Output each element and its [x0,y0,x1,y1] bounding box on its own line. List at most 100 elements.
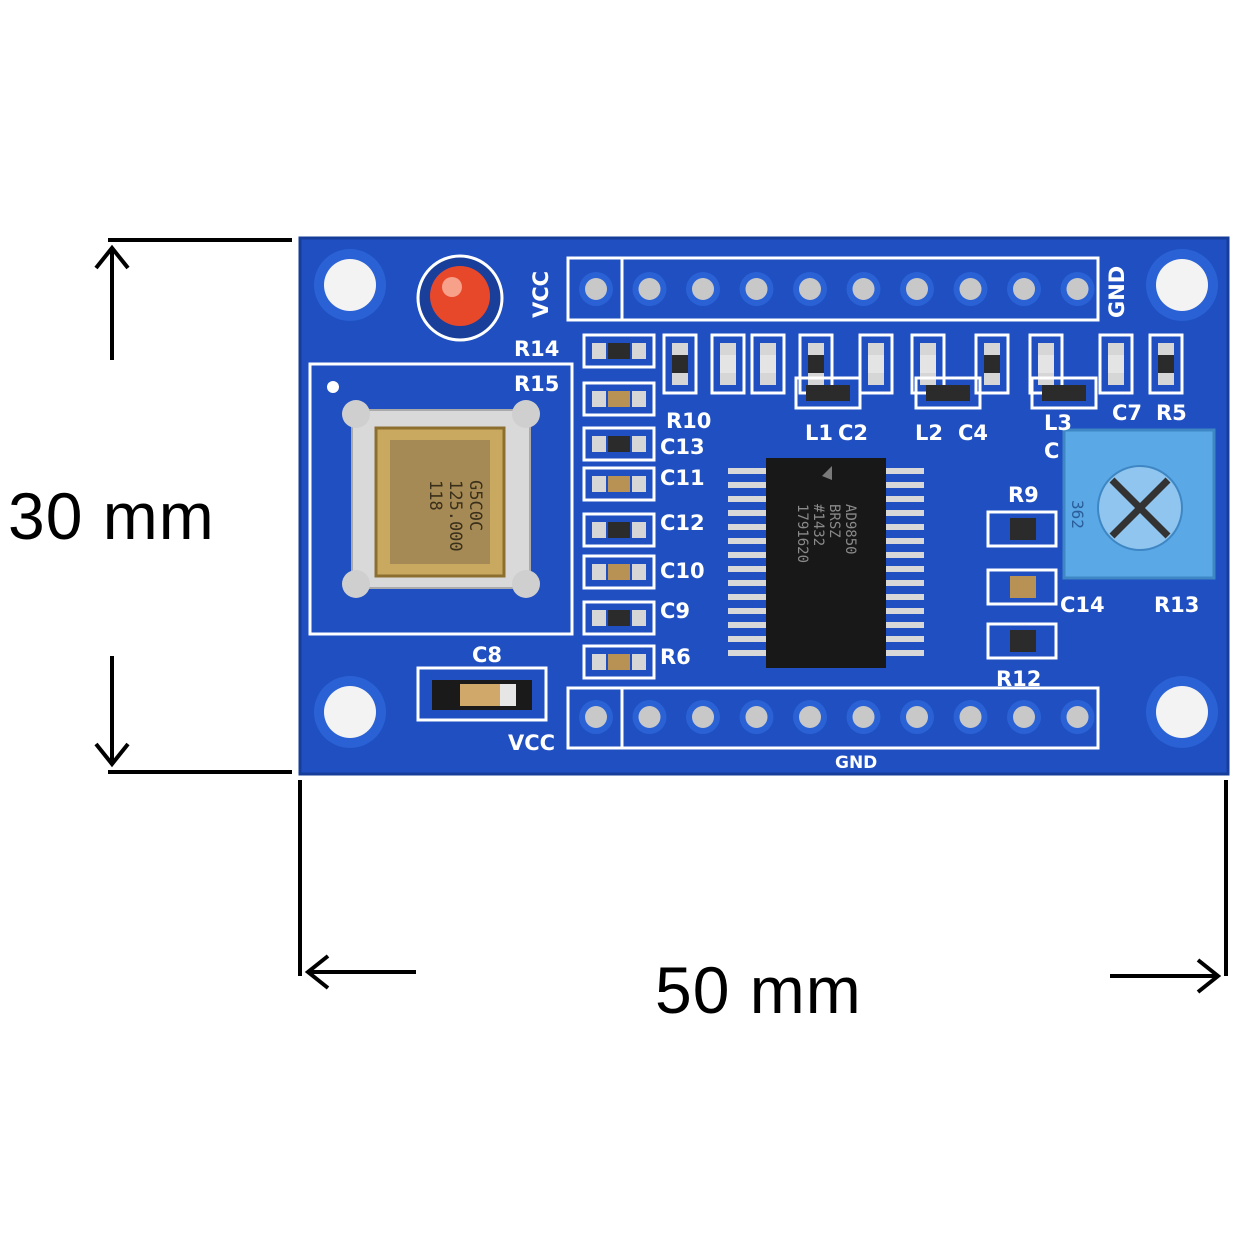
header-pin [686,272,720,306]
header-pin [686,700,720,734]
pcb-board: G5C0C 125.000 118 AD9850 BRSZ #1432 1791… [298,236,1230,776]
smd-component [750,333,786,395]
chip-pin [728,636,924,642]
label-r14: R14 [514,337,559,361]
smd-component [1098,333,1134,395]
chip-pin [728,552,924,558]
label-c7: C7 [1112,401,1142,425]
label-c9: C9 [660,599,690,623]
chip-pin [728,622,924,628]
label-c10: C10 [660,559,705,583]
bottom-pin-header [566,686,1100,750]
smd-component [582,512,656,548]
chip-marking-line-1: AD9850 [842,504,858,555]
header-pin [1007,700,1041,734]
label-l2: L2 [915,421,943,445]
label-r15: R15 [514,372,559,396]
header-pin [1007,272,1041,306]
ad9850-chip: AD9850 BRSZ #1432 1791620 [728,458,924,668]
header-pin [846,700,881,734]
svg-text:G5C0C: G5C0C [465,480,485,531]
label-l3: L3 [1044,411,1072,435]
label-r12: R12 [996,667,1041,691]
pot-marking: 362 [1068,500,1087,529]
red-led [416,254,504,342]
header-pin [900,700,934,734]
header-pin [953,700,988,734]
crystal-marking-line-2: 125.000 [445,480,465,552]
smd-component [974,333,1010,395]
header-pin [1060,272,1095,306]
trim-potentiometer: 362 [1062,428,1216,580]
header-pin [793,700,827,734]
mounting-hole-bottom-right [1146,676,1218,748]
right-smd-group [986,510,1058,660]
crystal-marking-line-1: G5C0C [465,480,485,531]
label-r10: R10 [666,409,711,433]
label-l1: L1 [805,421,833,445]
label-vcc-top: VCC [529,271,553,318]
smd-component [1148,333,1184,395]
smd-component [710,333,746,395]
chip-pin [728,580,924,586]
chip-pin [728,650,924,656]
label-r13: R13 [1154,593,1199,617]
crystal-oscillator: G5C0C 125.000 118 [308,362,574,636]
header-pin [632,700,667,734]
header-pin [900,272,934,306]
chip-pin [728,510,924,516]
label-c14: C14 [1060,593,1105,617]
smd-component [582,466,656,502]
smd-component [582,333,656,369]
header-pin [632,272,667,306]
header-pin [793,272,827,306]
header-pin [579,700,613,734]
smd-component [582,426,656,462]
chip-pin [728,496,924,502]
smd-component [582,554,656,590]
svg-text:125.000: 125.000 [445,480,465,552]
label-c12: C12 [660,511,705,535]
smd-component [662,333,698,395]
header-pin [579,272,613,306]
label-gnd-bottom: GND [835,753,877,773]
chip-pin [728,482,924,488]
header-pin [739,272,774,306]
label-c8: C8 [472,643,502,667]
mounting-hole-top-right [1146,249,1218,321]
width-dimension-label: 50 mm [655,953,862,1027]
smd-component [582,600,656,636]
height-dimension-label: 30 mm [8,479,215,553]
smd-component [794,376,862,410]
header-pin [953,272,988,306]
chip-pin [728,538,924,544]
width-dimension [298,780,1228,994]
label-c4: C4 [958,421,988,445]
label-r9: R9 [1008,483,1039,507]
chip-pin [728,608,924,614]
label-c11: C11 [660,466,705,490]
smd-component [582,644,656,680]
c8-capacitor [416,666,548,722]
header-pin [1060,700,1095,734]
chip-pin [728,594,924,600]
label-r5: R5 [1156,401,1187,425]
header-pin [739,700,774,734]
chip-marking-line-2: BRSZ [826,504,842,538]
label-c-partial: C [1044,439,1059,463]
chip-marking-line-3: #1432 [810,504,826,546]
top-pin-header [566,256,1100,322]
top-smd-row [662,333,1184,410]
left-smd-column [582,333,656,680]
svg-text:118: 118 [425,480,445,511]
chip-pin [728,468,924,474]
height-dimension [94,238,292,774]
mounting-hole-bottom-left [314,676,386,748]
crystal-marking-line-3: 118 [425,480,445,511]
label-vcc-bottom: VCC [508,731,555,755]
label-r6: R6 [660,645,691,669]
chip-pin [728,524,924,530]
label-gnd-top: GND [1105,266,1129,318]
label-c13: C13 [660,435,705,459]
